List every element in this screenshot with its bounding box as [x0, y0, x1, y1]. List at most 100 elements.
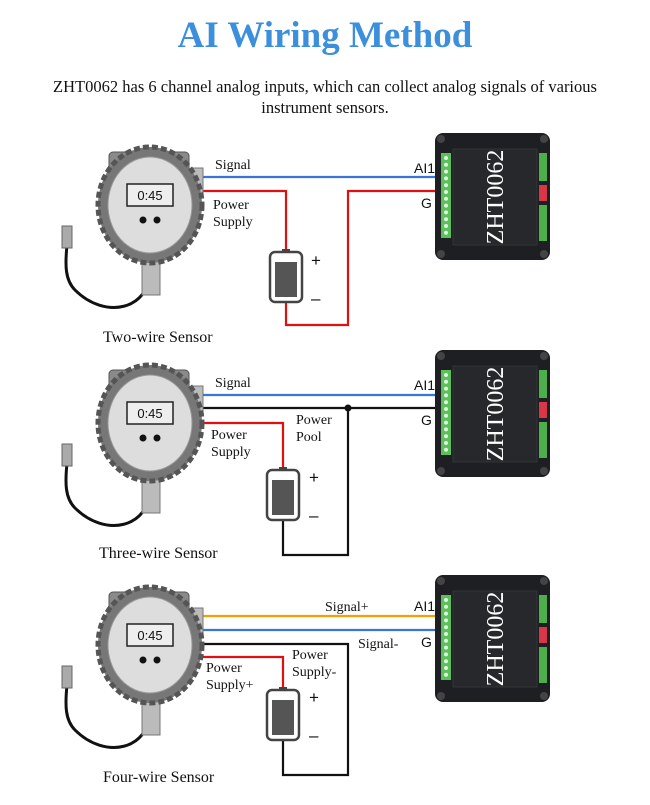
terminal-screw: [444, 162, 448, 167]
probe-tip: [61, 225, 73, 249]
power-pool-label-line: Pool: [296, 430, 322, 445]
pin-g-label: G: [421, 634, 432, 650]
terminal-screw: [444, 203, 448, 208]
power-label-line2: Supply: [213, 215, 253, 230]
terminal-screw: [444, 604, 448, 609]
terminal-screw: [444, 217, 448, 222]
minus-symbol: –: [311, 289, 321, 308]
mount-hole: [540, 352, 548, 360]
terminal-screw: [444, 373, 448, 377]
mount-hole: [437, 352, 445, 360]
terminal-screw: [444, 618, 448, 623]
terminal-screw: [444, 413, 448, 418]
pin-g-label: G: [421, 412, 432, 428]
wires: [200, 175, 442, 777]
sensor-display: [126, 183, 174, 207]
signal-label: Signal: [215, 376, 251, 391]
terminal-screw: [444, 611, 448, 616]
signal-label: Signal: [215, 158, 251, 173]
mount-hole: [540, 577, 548, 585]
sensor-caption: Four-wire Sensor: [103, 769, 215, 786]
mount-hole: [437, 577, 445, 585]
sensor-button: [153, 216, 161, 224]
power-plus-label-line: Supply+: [206, 678, 254, 693]
sensor-display: [126, 623, 174, 647]
terminal-screw: [444, 393, 448, 398]
terminal-screw: [444, 224, 448, 228]
battery: [265, 687, 301, 742]
terminal-screw: [444, 156, 448, 160]
mount-hole: [540, 250, 548, 258]
terminal-screw: [444, 210, 448, 215]
dip-switch: [539, 627, 547, 643]
terminal-screw: [444, 176, 448, 181]
terminal-block-left: [441, 595, 451, 680]
zht0062-module: ZHT0062: [435, 133, 550, 260]
terminal-screw: [444, 190, 448, 194]
sensor: 0:45: [61, 362, 205, 527]
zht0062-module: ZHT0062: [435, 575, 550, 702]
power-minus-label-line: Power: [292, 648, 328, 663]
terminal-screw: [444, 434, 448, 439]
terminal-screw: [444, 400, 448, 405]
probe-tip: [61, 665, 73, 689]
module-label-panel: [452, 148, 538, 246]
mount-hole: [437, 135, 445, 143]
battery: [265, 467, 301, 522]
terminal-screw: [444, 632, 448, 636]
terminal-block-left: [441, 370, 451, 455]
terminal-block-right: [539, 370, 547, 398]
page-title: AI Wiring Method: [177, 15, 473, 56]
terminal-block-left: [441, 153, 451, 238]
signal-minus-label: Signal-: [358, 637, 399, 652]
minus-symbol: –: [309, 506, 319, 525]
terminal-screw: [444, 427, 448, 432]
terminal-screw: [444, 638, 448, 643]
dip-switch: [539, 402, 547, 418]
terminal-screw: [444, 659, 448, 664]
module-label-panel: [452, 590, 538, 688]
terminal-screw: [444, 666, 448, 670]
terminal-screw: [444, 598, 448, 602]
module-label: ZHT0062: [483, 592, 509, 687]
sensor: 0:45: [61, 584, 205, 749]
pin-ai1-label: AI1: [414, 598, 435, 614]
plus-symbol: +: [309, 468, 319, 487]
mount-hole: [437, 250, 445, 258]
minus-symbol: –: [309, 726, 319, 745]
terminal-screw: [444, 625, 448, 630]
terminal-block-right: [539, 647, 547, 683]
sensor-display-value: 0:45: [137, 628, 162, 643]
terminal-screw: [444, 196, 448, 201]
battery-charge: [272, 700, 294, 735]
sensor-display: [126, 401, 174, 425]
sensor-button: [139, 434, 147, 442]
terminal-block-right: [539, 595, 547, 623]
terminal-screw: [444, 652, 448, 657]
power-label-text: Power: [213, 198, 249, 213]
terminal-screw: [444, 407, 448, 411]
sensor-button: [139, 656, 147, 664]
zht0062-module: ZHT0062: [435, 350, 550, 477]
terminal-screw: [444, 230, 448, 235]
terminal-screw: [444, 672, 448, 677]
signal-plus-label: Signal+: [325, 600, 369, 615]
mount-hole: [540, 692, 548, 700]
sensor-display-value: 0:45: [137, 406, 162, 421]
power-plus-wire: [200, 655, 285, 688]
power-minus-wire: [200, 642, 350, 777]
terminal-screw: [444, 379, 448, 384]
page-subtitle: ZHT0062 has 6 channel analog inputs, whi…: [53, 77, 597, 117]
sensor-button: [139, 216, 147, 224]
module-label: ZHT0062: [483, 367, 509, 462]
mount-hole: [437, 692, 445, 700]
plus-symbol: +: [311, 251, 321, 270]
power-wire: [200, 189, 288, 250]
